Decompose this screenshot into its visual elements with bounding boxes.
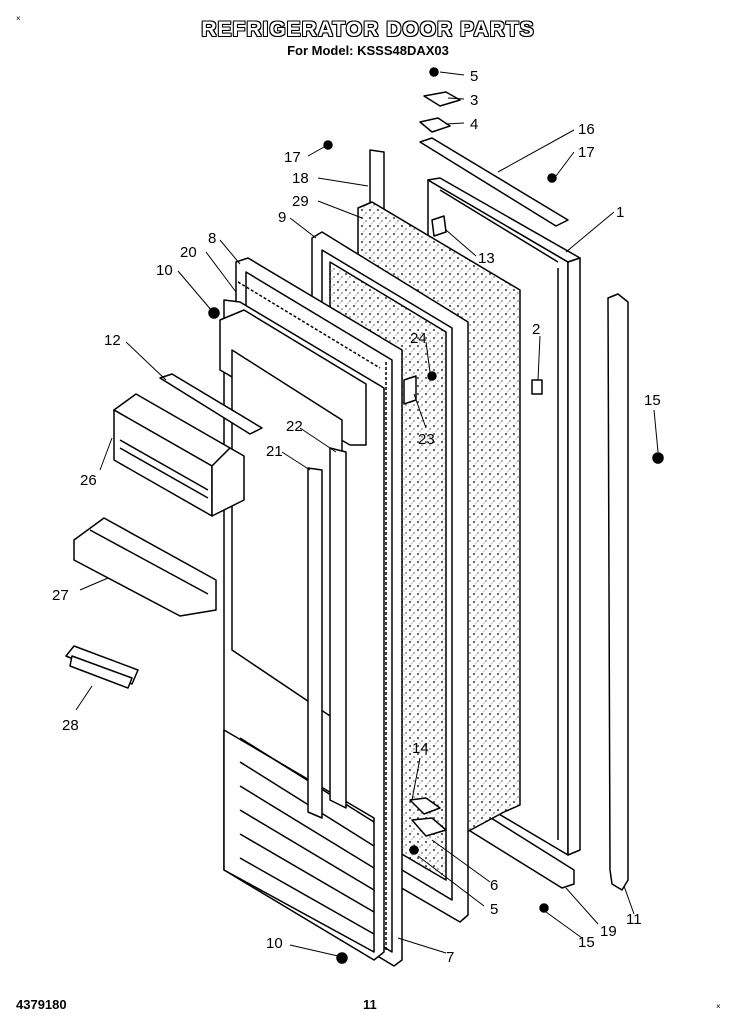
- leader-lines: [75, 71, 659, 957]
- callout-16: 16: [578, 121, 595, 138]
- hinge-14: [409, 797, 441, 815]
- page-number: 11: [363, 997, 377, 1012]
- callout-15-right: 15: [644, 392, 661, 409]
- document-number: 4379180: [16, 997, 67, 1012]
- callout-5-top: 5: [470, 68, 478, 85]
- callout-13: 13: [478, 250, 495, 267]
- screw-5-top: [429, 67, 439, 77]
- inner-door-panel: [219, 299, 385, 961]
- screw-17-left: [323, 140, 333, 150]
- screw-15-bottom: [539, 903, 549, 913]
- shelf-rail: [159, 373, 263, 435]
- callout-10-top: 10: [156, 262, 173, 279]
- screw-24: [427, 371, 437, 381]
- callout-2: 2: [532, 321, 540, 338]
- egg-tray: [65, 645, 139, 689]
- callout-5-bottom: 5: [490, 901, 498, 918]
- callout-17-left: 17: [284, 149, 301, 166]
- callout-12: 12: [104, 332, 121, 349]
- top-hinge-strip: [419, 137, 569, 227]
- corner-mark-bottom-right: ×: [716, 1002, 721, 1011]
- plug-10-bottom: [336, 952, 348, 964]
- callout-27: 27: [52, 587, 69, 604]
- inner-trim-strip-21: [307, 467, 323, 819]
- hinge-6: [411, 817, 447, 837]
- bracket-13: [431, 215, 447, 237]
- callout-4: 4: [470, 116, 478, 133]
- callout-1: 1: [616, 204, 624, 221]
- callout-14: 14: [412, 740, 429, 757]
- callout-28: 28: [62, 717, 79, 734]
- corner-mark-top-left: ×: [16, 14, 21, 23]
- callout-labels: 5 3 4 16 17 17 18 1 29 9 13 8 20 10 2 24…: [52, 68, 661, 966]
- callout-9: 9: [278, 209, 286, 226]
- hinge-4: [419, 117, 451, 133]
- dairy-compartment: [113, 393, 245, 517]
- screw-5-bottom: [409, 845, 419, 855]
- callout-18: 18: [292, 170, 309, 187]
- callout-21: 21: [266, 443, 283, 460]
- callout-10-bottom: 10: [266, 935, 283, 952]
- inner-trim-strip-22: [329, 447, 347, 809]
- door-trim-strip: [607, 293, 629, 891]
- callout-24: 24: [410, 330, 427, 347]
- callout-17-right: 17: [578, 144, 595, 161]
- screw-15-right: [652, 452, 664, 464]
- callout-29: 29: [292, 193, 309, 210]
- callout-20: 20: [180, 244, 197, 261]
- callout-11: 11: [626, 911, 642, 928]
- screw-17-right: [547, 173, 557, 183]
- callout-15-bottom: 15: [578, 934, 595, 951]
- model-subtitle: For Model: KSSS48DAX03: [287, 43, 449, 58]
- callout-23: 23: [418, 431, 435, 448]
- callout-19: 19: [600, 923, 617, 940]
- bracket-23: [403, 375, 417, 405]
- callout-3: 3: [470, 92, 478, 109]
- latch-2: [531, 379, 543, 395]
- callout-22: 22: [286, 418, 303, 435]
- page-title: REFRIGERATOR DOOR PARTS: [201, 18, 535, 41]
- callout-8: 8: [208, 230, 216, 247]
- callout-7: 7: [446, 949, 454, 966]
- callout-6: 6: [490, 877, 498, 894]
- callout-26: 26: [80, 472, 97, 489]
- hinge-3: [423, 91, 461, 107]
- door-bin: [73, 517, 217, 617]
